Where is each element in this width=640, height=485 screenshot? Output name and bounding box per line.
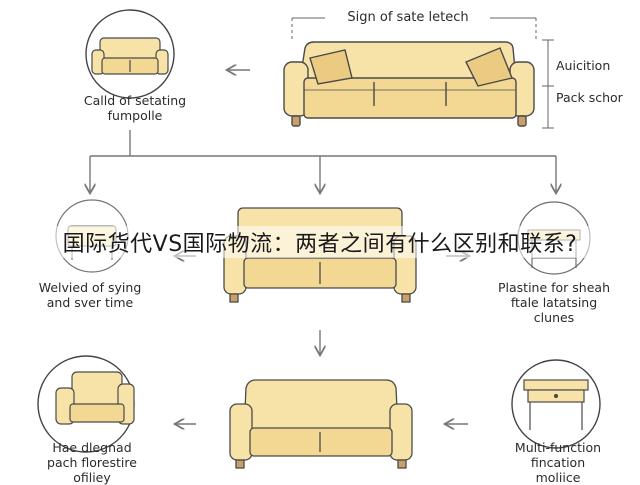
console-table-icon xyxy=(511,359,601,449)
top-dimension-label: Sign of sate letech xyxy=(347,10,469,25)
top-left-caption: Calld of setating fumpolle xyxy=(50,93,220,123)
caption-line: fumpolle xyxy=(107,108,163,123)
bottom-left-caption: Hae dlegnad pach florestire ofiliey xyxy=(12,440,172,485)
compact-sofa-icon xyxy=(85,9,175,99)
armchair-icon xyxy=(37,355,135,453)
caption-line: pach florestire xyxy=(47,455,137,470)
height-label-2: Pack schor xyxy=(556,90,623,105)
caption-line: and sver time xyxy=(46,295,134,310)
caption-line: ofiliey xyxy=(73,470,111,485)
dimension-lines xyxy=(291,17,554,129)
bottom-right-caption: Multi-function fincation moliice xyxy=(480,440,636,485)
height-label-1: Auicition xyxy=(556,58,611,73)
caption-line: fincation xyxy=(530,455,586,470)
caption-line: Multi-function xyxy=(514,440,602,455)
caption-line: Hae dlegnad xyxy=(52,440,132,455)
caption-line: clunes xyxy=(533,310,575,325)
caption-line: Calld of setating xyxy=(83,93,187,108)
caption-line: moliice xyxy=(535,470,581,485)
bottom-sofa-illustration xyxy=(229,379,413,469)
mid-right-caption: Plastine for sheah ftale latatsing clune… xyxy=(472,280,636,325)
caption-line: Plastine for sheah xyxy=(497,280,610,295)
mid-left-caption: Welvied of sying and sver time xyxy=(2,280,178,310)
main-sofa-illustration xyxy=(283,41,535,127)
caption-line: ftale latatsing xyxy=(510,295,598,310)
caption-line: Welvied of sying xyxy=(38,280,142,295)
page-headline: 国际货代VS国际物流：两者之间有什么区别和联系? xyxy=(0,226,640,258)
